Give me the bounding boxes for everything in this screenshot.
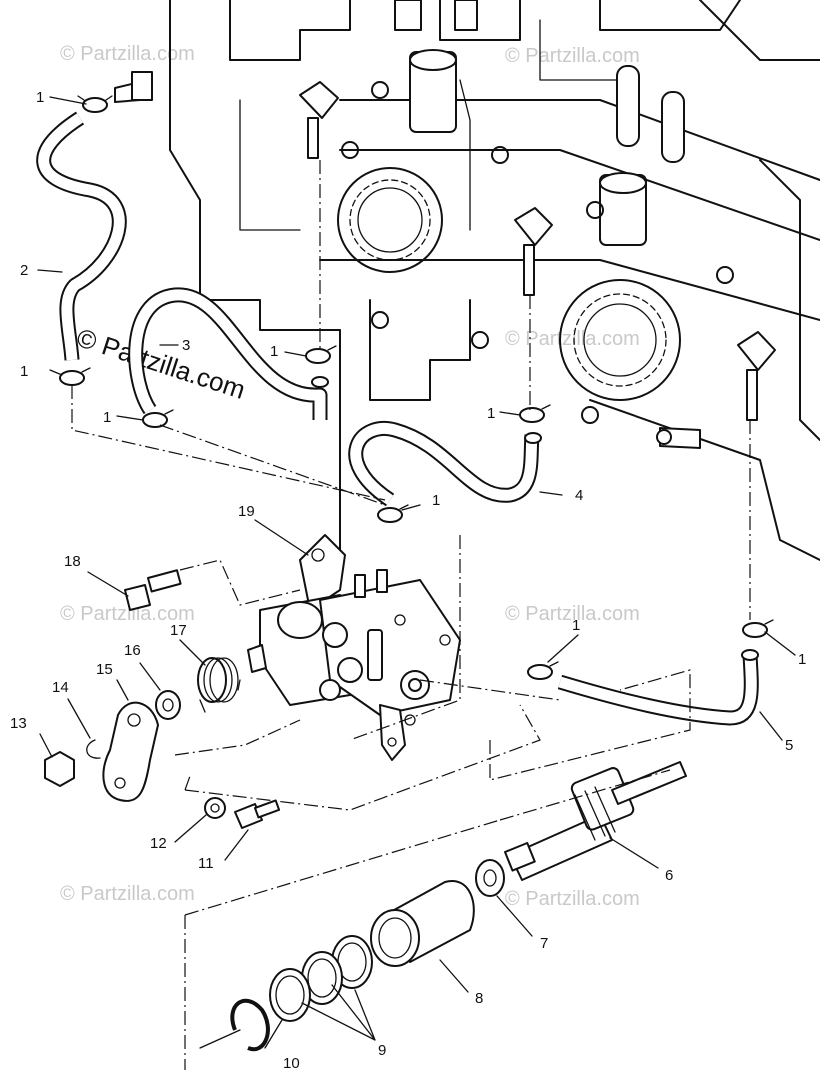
clamp-1e xyxy=(519,404,551,423)
callout-1-a: 1 xyxy=(36,89,44,106)
bolt-18 xyxy=(124,569,182,611)
hose-2 xyxy=(36,111,127,361)
small-parts xyxy=(44,690,281,829)
callout-17: 17 xyxy=(170,622,187,639)
spring-17 xyxy=(197,657,241,713)
washer-7 xyxy=(475,859,505,897)
callout-1-b: 1 xyxy=(20,363,28,380)
engine-fittings xyxy=(299,81,776,449)
clamp-1h xyxy=(742,619,774,638)
callout-6: 6 xyxy=(665,867,673,884)
callout-11: 11 xyxy=(198,855,214,872)
lever-15 xyxy=(102,701,159,802)
drive-gear-6 xyxy=(504,761,687,881)
clamp-1g xyxy=(527,661,559,680)
leader-lines xyxy=(37,96,796,1049)
callout-1-e: 1 xyxy=(487,405,495,422)
watermark-5: © Partzilla.com xyxy=(505,603,640,625)
callout-18: 18 xyxy=(64,553,81,570)
watermark-2: © Partzilla.com xyxy=(505,45,640,67)
callout-1-h: 1 xyxy=(798,651,806,668)
callout-8: 8 xyxy=(475,990,483,1007)
callout-12: 12 xyxy=(150,835,167,852)
clamp-1c xyxy=(142,409,174,428)
watermark-4: © Partzilla.com xyxy=(60,603,195,625)
hose-4 xyxy=(348,421,540,507)
elbow-fitting xyxy=(114,71,153,103)
watermark-7: © Partzilla.com xyxy=(505,888,640,910)
watermarks: © Partzilla.com © Partzilla.com © Partzi… xyxy=(60,43,640,910)
seals-9 xyxy=(269,935,373,1022)
callout-1-f: 1 xyxy=(432,492,440,509)
watermark-3: © Partzilla.com xyxy=(505,328,640,350)
clamp-1a xyxy=(77,95,113,113)
callout-13: 13 xyxy=(10,715,27,732)
clamp-1b xyxy=(59,367,91,386)
bushing-8 xyxy=(370,879,475,967)
hose-5 xyxy=(557,654,759,726)
clamp-1d xyxy=(305,345,337,364)
construction-lines xyxy=(71,160,751,1070)
callout-2: 2 xyxy=(20,262,28,279)
watermark-main: © Partzilla.com xyxy=(73,322,249,405)
callout-3: 3 xyxy=(182,337,190,354)
callout-14: 14 xyxy=(52,679,69,696)
callout-1-c: 1 xyxy=(270,343,278,360)
callout-1-d: 1 xyxy=(103,409,111,426)
callout-7: 7 xyxy=(540,935,548,952)
washer-16 xyxy=(155,690,181,720)
callout-10: 10 xyxy=(283,1055,300,1070)
washer-12 xyxy=(204,797,226,819)
callout-1-g: 1 xyxy=(572,617,580,634)
retaining-ring-10 xyxy=(230,998,270,1052)
clamp-1f xyxy=(377,504,409,523)
callout-16: 16 xyxy=(124,642,141,659)
clip-14 xyxy=(86,739,101,759)
nut-13 xyxy=(44,751,75,787)
callout-5: 5 xyxy=(785,737,793,754)
callout-15: 15 xyxy=(96,661,113,678)
watermark-1: © Partzilla.com xyxy=(60,43,195,65)
callout-9: 9 xyxy=(378,1042,386,1059)
hose-3 xyxy=(128,287,328,420)
oil-pump xyxy=(247,534,461,761)
callout-labels: 1 2 3 1 1 1 1 1 4 19 18 1 17 16 1 15 14 … xyxy=(10,89,806,1070)
engine-crankcase xyxy=(169,0,820,561)
watermark-6: © Partzilla.com xyxy=(60,883,195,905)
callout-19: 19 xyxy=(238,503,255,520)
callout-4: 4 xyxy=(575,487,583,504)
